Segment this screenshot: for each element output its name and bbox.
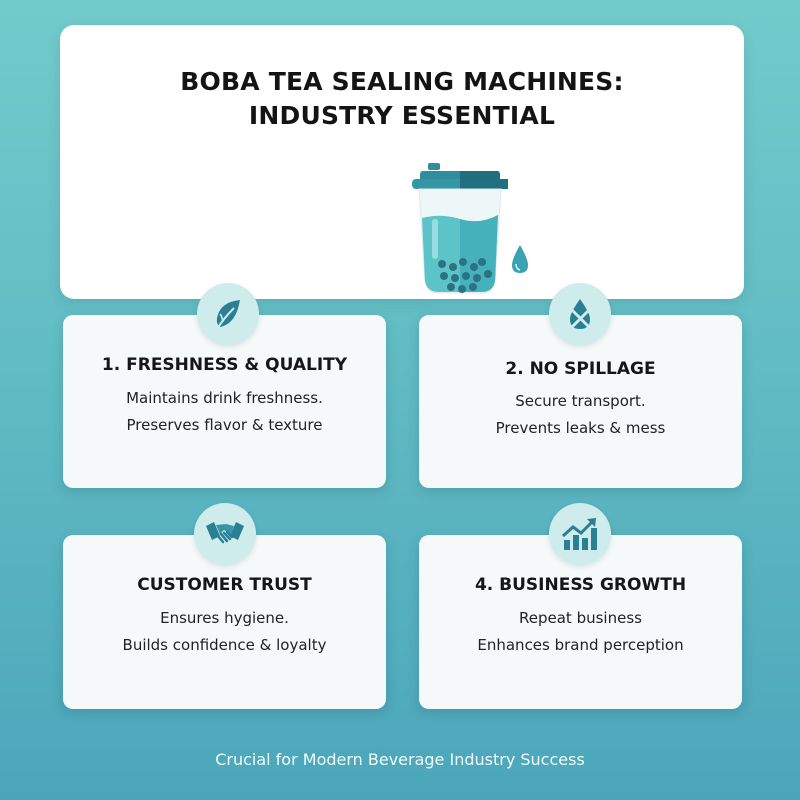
no-drop-icon: [549, 283, 611, 345]
card-desc-line-1: Maintains drink freshness.: [126, 389, 323, 407]
card-title: CUSTOMER TRUST: [137, 575, 312, 595]
title-line-1: BOBA TEA SEALING MACHINES:: [180, 67, 624, 96]
card-title: 4. BUSINESS GROWTH: [474, 575, 687, 595]
growth-chart-icon: [549, 503, 611, 565]
card-desc-line-2: Prevents leaks & mess: [495, 419, 666, 437]
card-desc-line-1: Ensures hygiene.: [160, 609, 289, 627]
card-desc-line-1: Repeat business: [519, 609, 642, 627]
leaf-icon: [197, 283, 259, 345]
card-desc-line-1: Secure transport.: [515, 392, 646, 410]
handshake-icon: [194, 503, 256, 565]
footer-tagline: Crucial for Modern Beverage Industry Suc…: [215, 750, 585, 769]
card-description: Repeat business Enhances brand perceptio…: [419, 605, 742, 659]
page-title: BOBA TEA SEALING MACHINES: INDUSTRY ESSE…: [60, 65, 744, 133]
card-description: Secure transport. Prevents leaks & mess: [419, 388, 742, 442]
card-title: 1. FRESHNESS & QUALITY: [101, 355, 348, 375]
boba-cup-icon: [405, 163, 535, 298]
card-title: 2. NO SPILLAGE: [505, 359, 656, 379]
title-line-2: INDUSTRY ESSENTIAL: [248, 101, 556, 130]
card-desc-line-2: Preserves flavor & texture: [126, 416, 323, 434]
card-desc-line-2: Enhances brand perception: [477, 636, 684, 654]
card-description: Ensures hygiene. Builds confidence & loy…: [63, 605, 386, 659]
hero-panel: BOBA TEA SEALING MACHINES: INDUSTRY ESSE…: [60, 25, 744, 299]
card-customer-trust: CUSTOMER TRUST Ensures hygiene. Builds c…: [63, 535, 386, 709]
card-desc-line-2: Builds confidence & loyalty: [122, 636, 327, 654]
card-description: Maintains drink freshness. Preserves fla…: [63, 385, 386, 439]
